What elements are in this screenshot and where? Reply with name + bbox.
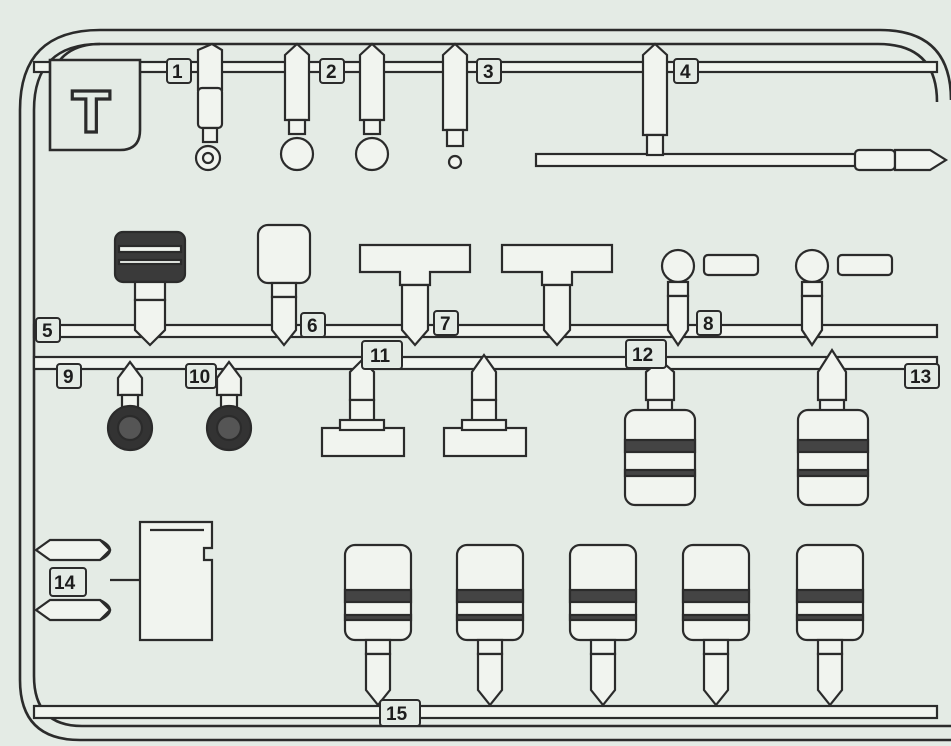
tag-2-label: 2 (326, 62, 337, 83)
tag-4-label: 4 (680, 62, 691, 83)
tag-14: 14 (49, 567, 87, 597)
tag-1-label: 1 (172, 62, 183, 83)
part-1 (194, 42, 224, 172)
tag-12-label: 12 (632, 345, 653, 366)
tag-5: 5 (35, 317, 61, 343)
tag-3-label: 3 (483, 62, 494, 83)
sprue-letter: T (72, 81, 110, 146)
part-11 (320, 353, 528, 458)
part-3 (441, 42, 469, 170)
part-9 (106, 360, 154, 452)
part-7 (358, 243, 614, 347)
tag-13: 13 (904, 363, 940, 389)
part-unnumbered-drum-left (113, 230, 187, 347)
part-number-tags: 1 2 3 4 5 6 7 8 9 10 11 12 13 14 15 (35, 58, 940, 727)
tag-9-label: 9 (63, 367, 74, 388)
tag-1: 1 (166, 58, 192, 84)
tag-10: 10 (185, 363, 217, 389)
tag-8: 8 (696, 310, 722, 336)
sprue-frame (18, 28, 951, 742)
tag-6-label: 6 (307, 316, 318, 337)
tag-15: 15 (379, 699, 421, 727)
tag-11-label: 11 (370, 346, 391, 367)
tag-12: 12 (625, 339, 667, 369)
part-4 (641, 42, 949, 172)
tag-6: 6 (300, 312, 326, 338)
tag-9: 9 (56, 363, 82, 389)
sprue-letter-box: T (48, 58, 142, 152)
tag-3: 3 (476, 58, 502, 84)
part-14 (34, 520, 214, 642)
tag-2: 2 (319, 58, 345, 84)
tag-15-label: 15 (386, 704, 408, 725)
tag-5-label: 5 (42, 321, 53, 342)
part-10 (205, 360, 253, 452)
tag-10-label: 10 (189, 367, 210, 388)
tag-14-label: 14 (54, 573, 76, 594)
part-8 (660, 248, 894, 347)
tag-11: 11 (361, 340, 403, 370)
part-12 (623, 347, 870, 507)
tag-4: 4 (673, 58, 699, 84)
tag-8-label: 8 (703, 314, 714, 335)
part-15 (343, 543, 865, 707)
part-6 (256, 223, 312, 347)
tag-13-label: 13 (910, 367, 931, 388)
tag-7: 7 (433, 310, 459, 336)
tag-7-label: 7 (440, 314, 451, 335)
part-2 (279, 42, 390, 172)
